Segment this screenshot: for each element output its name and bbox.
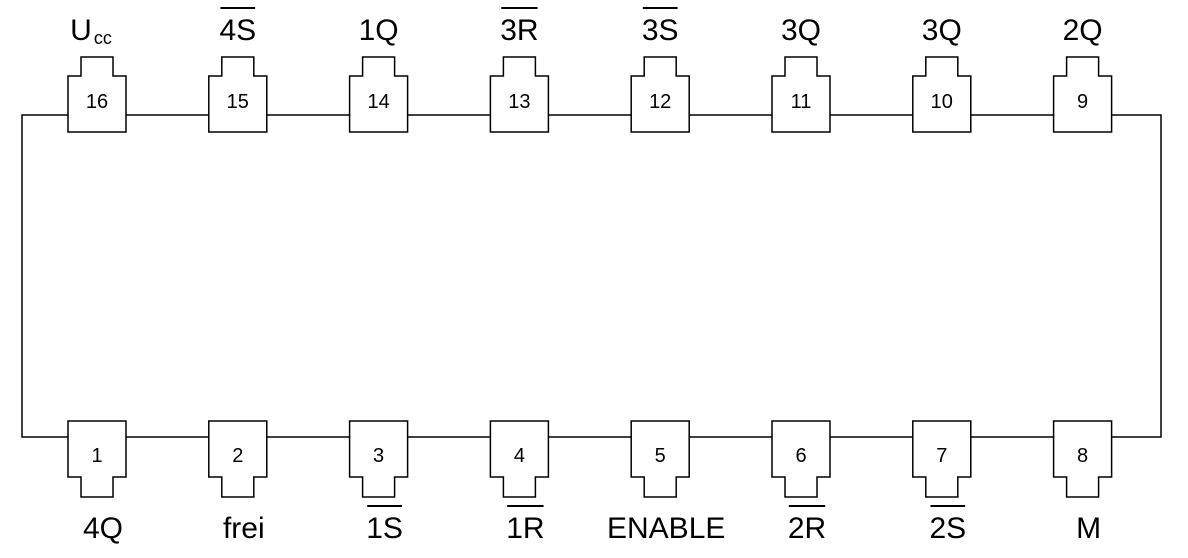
pin-9: 9 2Q bbox=[1052, 14, 1113, 133]
pin-10: 10 3Q bbox=[912, 14, 972, 133]
pin-outline bbox=[912, 420, 972, 498]
pin-outline bbox=[67, 56, 127, 133]
pin-label-text: 3Q bbox=[781, 14, 821, 47]
pin-number: 1 bbox=[91, 445, 102, 467]
pin-number: 8 bbox=[1077, 445, 1088, 467]
ic-body-outline bbox=[21, 114, 1162, 438]
pin-number: 3 bbox=[373, 445, 384, 467]
pin-label: 3Q bbox=[922, 14, 962, 47]
pin-label-subscript: cc bbox=[94, 28, 112, 48]
pin-number: 16 bbox=[86, 91, 108, 113]
pin-label: 1S bbox=[366, 512, 403, 545]
pin-label: 1Q bbox=[359, 14, 399, 47]
pin-number: 10 bbox=[931, 91, 953, 113]
pin-outline bbox=[208, 56, 268, 133]
pin-6: 6 2R bbox=[771, 420, 831, 545]
pin-outline bbox=[348, 420, 409, 498]
pin-label: 1R bbox=[506, 512, 544, 545]
pin-11: 11 3Q bbox=[771, 14, 831, 133]
pin-number: 4 bbox=[514, 445, 525, 467]
pin-label: 3R bbox=[500, 14, 538, 47]
pin-7: 7 2S bbox=[912, 420, 972, 545]
pin-label: 2R bbox=[788, 512, 826, 545]
pin-outline bbox=[630, 420, 690, 498]
pin-2: 2 frei bbox=[208, 420, 268, 545]
pin-number: 6 bbox=[795, 445, 806, 467]
pin-outline bbox=[912, 56, 972, 133]
pin-label-text: U bbox=[70, 14, 92, 47]
pin-outline bbox=[489, 420, 550, 498]
pin-label-text: 3R bbox=[500, 14, 538, 47]
pin-outline bbox=[348, 56, 409, 133]
pin-label: ENABLE bbox=[607, 512, 725, 545]
pin-label-text: 3Q bbox=[922, 14, 962, 47]
pin-label-text: 3S bbox=[642, 14, 679, 47]
pin-outline bbox=[771, 420, 831, 498]
pin-number: 14 bbox=[367, 91, 389, 113]
pin-number: 15 bbox=[227, 91, 249, 113]
pin-4: 4 1R bbox=[489, 420, 550, 545]
pin-number: 5 bbox=[655, 445, 666, 467]
pin-label: frei bbox=[223, 512, 265, 545]
pin-number: 12 bbox=[649, 91, 671, 113]
pin-label: M bbox=[1076, 512, 1101, 545]
pin-14: 14 1Q bbox=[348, 14, 409, 133]
pin-number: 2 bbox=[232, 445, 243, 467]
pin-13: 13 3R bbox=[489, 7, 550, 133]
pin-label: 4S bbox=[219, 14, 256, 47]
pin-label: 4Q bbox=[83, 512, 123, 545]
pin-1: 1 4Q bbox=[67, 420, 127, 545]
pin-number: 9 bbox=[1077, 91, 1088, 113]
pin-label: 2Q bbox=[1063, 14, 1103, 47]
pin-label-text: 2Q bbox=[1063, 14, 1103, 47]
pin-outline bbox=[67, 420, 127, 498]
pin-label-text: 1Q bbox=[359, 14, 399, 47]
pin-outline bbox=[1052, 56, 1113, 133]
pin-outline bbox=[489, 56, 550, 133]
pin-label-text: 4S bbox=[219, 14, 256, 47]
pin-outline bbox=[771, 56, 831, 133]
pin-8: 8M bbox=[1052, 420, 1113, 545]
pin-outline bbox=[630, 56, 690, 133]
pin-12: 12 3S bbox=[630, 7, 690, 133]
pin-number: 11 bbox=[791, 91, 812, 113]
pin-15: 15 4S bbox=[208, 7, 268, 133]
pin-number: 7 bbox=[936, 445, 947, 467]
pin-label: 3Q bbox=[781, 14, 821, 47]
pin-label: 3S bbox=[642, 14, 679, 47]
pin-outline bbox=[1052, 420, 1113, 498]
pin-label: 2S bbox=[929, 512, 966, 545]
pin-outline bbox=[208, 420, 268, 498]
pin-number: 13 bbox=[508, 91, 530, 113]
pin-3: 3 1S bbox=[348, 420, 409, 545]
